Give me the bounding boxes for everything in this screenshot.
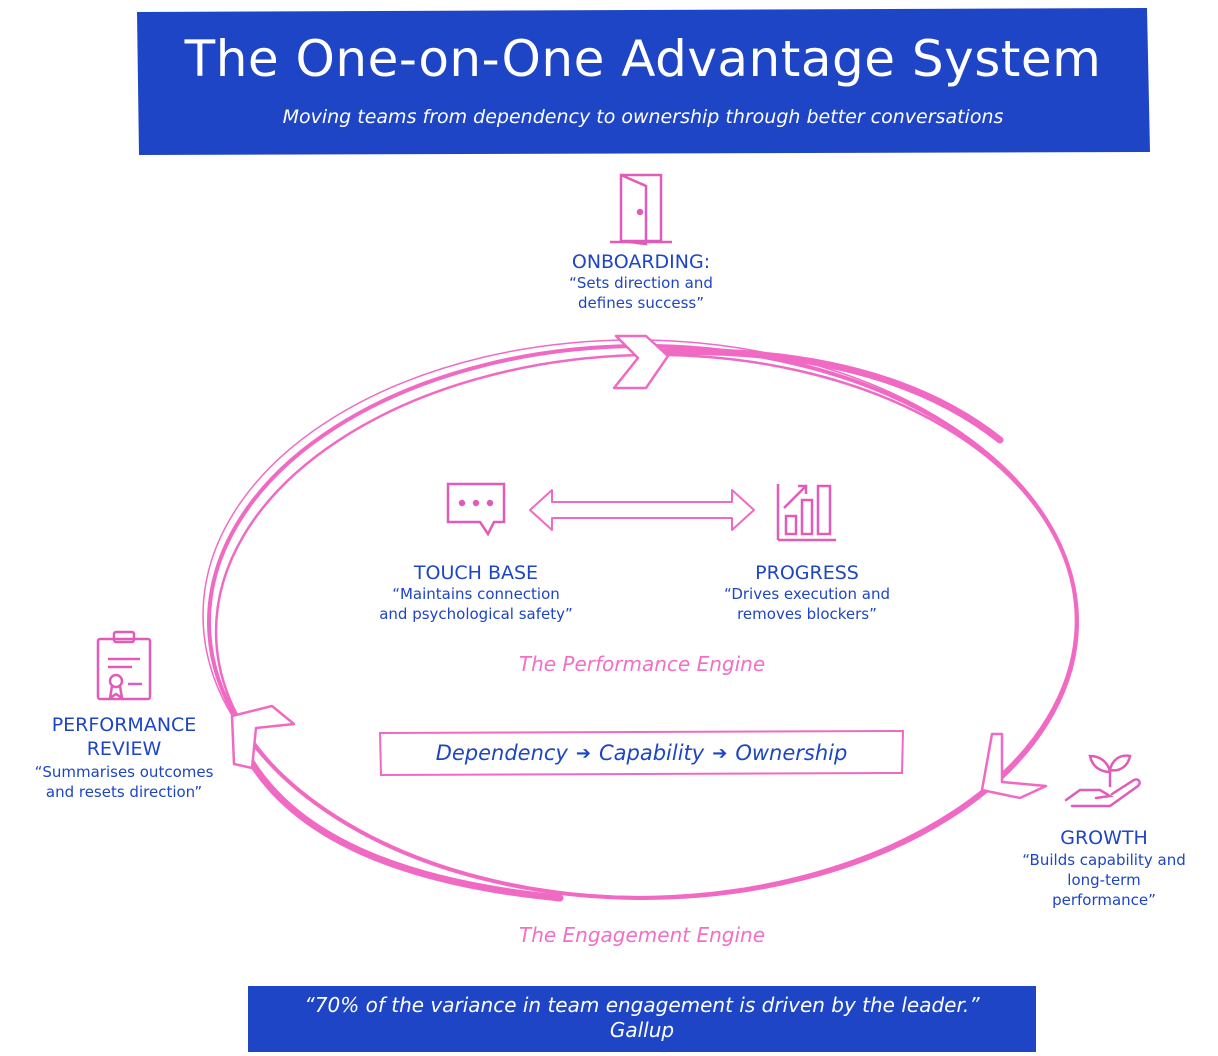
quote-box: “70% of the variance in team engagement … <box>248 986 1036 1052</box>
performance-review-title-line2: REVIEW <box>86 738 162 760</box>
onboarding-desc-line2: defines success” <box>578 294 704 312</box>
bar-chart-icon <box>776 484 836 542</box>
door-icon <box>610 173 672 246</box>
performance-review-title-line1: PERFORMANCE <box>51 714 197 736</box>
chain-box <box>378 729 905 777</box>
engagement-engine-label: The Engagement Engine <box>518 923 766 947</box>
touch-base-desc-line2: and psychological safety” <box>379 605 573 623</box>
quote-source: Gallup <box>609 1018 675 1042</box>
progress-desc-line1: “Drives execution and <box>724 585 890 603</box>
plant-in-hand-icon <box>1064 754 1141 808</box>
page-subtitle: Moving teams from dependency to ownershi… <box>282 106 1004 128</box>
chain-step-dependency: Dependency <box>435 741 568 765</box>
chain-step-ownership: Ownership <box>735 741 848 765</box>
onboarding-desc-line1: “Sets direction and <box>569 274 713 292</box>
chat-bubble-icon <box>446 482 506 537</box>
performance-engine-label: The Performance Engine <box>518 652 766 676</box>
loop-arrows <box>230 334 1048 800</box>
chain-arrow-icon: ➔ <box>575 742 591 764</box>
chain-step-capability: Capability <box>598 741 705 765</box>
arrow-left-icon <box>230 704 296 770</box>
title-banner-background <box>137 8 1150 155</box>
progress-title: PROGRESS <box>755 562 859 584</box>
performance-review-desc-line1: “Summarises outcomes <box>34 763 214 781</box>
dependency-chain: Dependency ➔ Capability ➔ Ownership <box>380 731 903 775</box>
certificate-clipboard-icon <box>96 630 152 701</box>
onboarding-title: ONBOARDING: <box>571 251 711 273</box>
double-arrow-icon <box>529 489 755 531</box>
growth-desc-line2: long-term <box>1067 871 1141 889</box>
arrow-right-icon <box>980 732 1048 800</box>
progress-desc-line2: removes blockers” <box>737 605 877 623</box>
title-banner: The One-on-One Advantage System Moving t… <box>135 6 1151 156</box>
growth-desc-line3: performance” <box>1052 891 1156 909</box>
touch-base-desc-line1: “Maintains connection <box>392 585 560 603</box>
engagement-loop <box>202 339 1079 902</box>
chain-arrow-icon: ➔ <box>712 742 728 764</box>
arrow-top-icon <box>612 334 670 390</box>
page-title: The One-on-One Advantage System <box>184 30 1102 88</box>
performance-review-desc-line2: and resets direction” <box>45 783 203 801</box>
growth-desc-line1: “Builds capability and <box>1022 851 1186 869</box>
growth-title: GROWTH <box>1060 827 1148 849</box>
quote-text: “70% of the variance in team engagement … <box>304 993 980 1017</box>
touch-base-title: TOUCH BASE <box>413 562 539 584</box>
